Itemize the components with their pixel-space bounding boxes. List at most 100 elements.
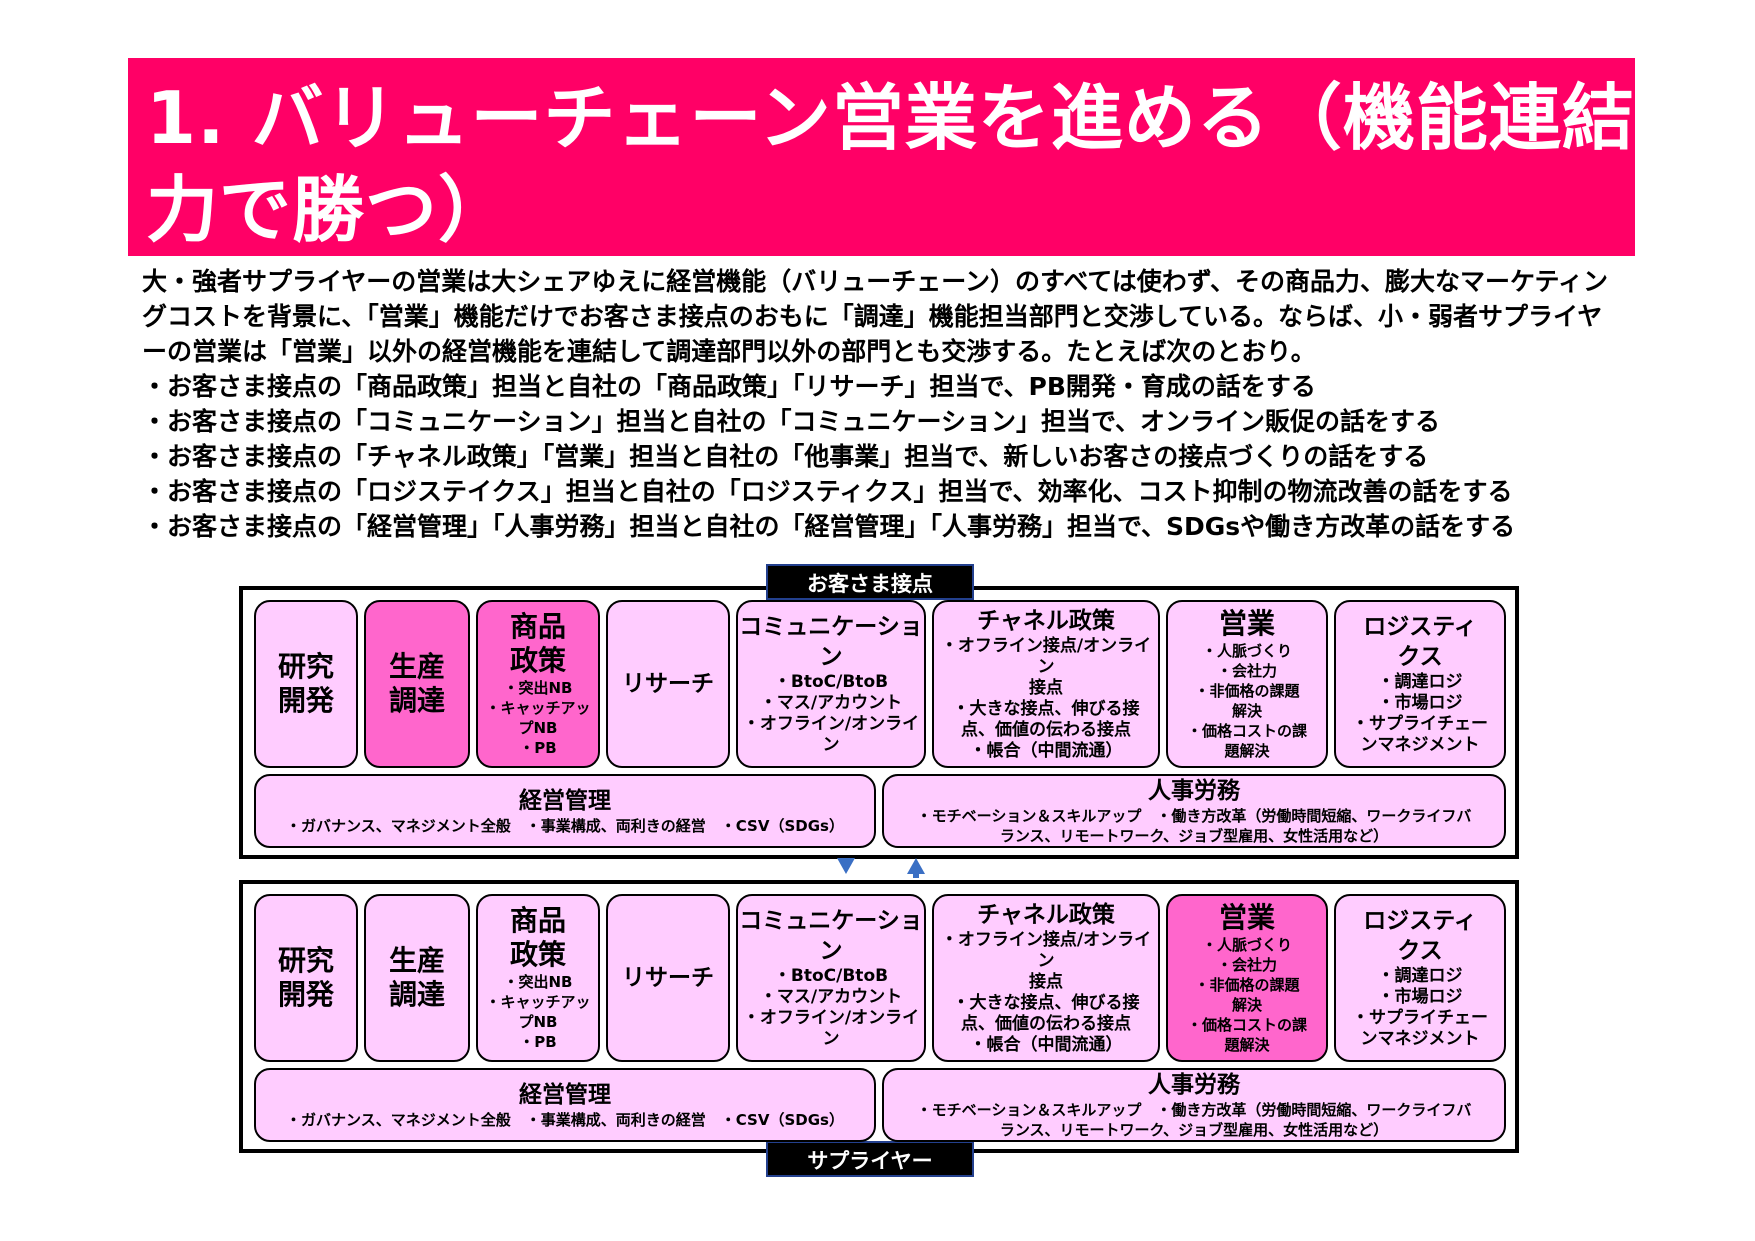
box-sales: 営業 ・人脈づくり ・会社力 ・非価格の課題 解決 ・価格コストの課 題解決: [1166, 894, 1328, 1062]
box-title: 政策: [509, 644, 566, 677]
bullet-item: ・お客さま接点の「ロジステイクス」担当と自社の「ロジスティクス」担当で、効率化、…: [142, 477, 1513, 506]
box-item: ・帳合（中間流通）: [969, 741, 1123, 761]
box-item: ・オフライン/オンライン: [742, 714, 920, 755]
box-title: 生産: [388, 944, 445, 977]
box-title: 人事労務: [1148, 778, 1240, 804]
box-title: チャネル政策: [977, 902, 1115, 928]
box-title: 開発: [277, 978, 334, 1011]
box-title: 人事労務: [1148, 1072, 1240, 1098]
box-management: 経営管理 ・ガバナンス、マネジメント全般 ・事業構成、両利きの経営 ・CSV（S…: [254, 1068, 876, 1142]
box-item: ・人脈づくり: [1201, 642, 1292, 660]
box-item: ・非価格の課題: [1194, 682, 1300, 700]
box-title: 調達: [388, 684, 445, 717]
box-item: ランス、リモートワーク、ジョブ型雇用、女性活用など）: [999, 827, 1389, 845]
box-research-dev: 研究 開発: [254, 600, 358, 768]
box-title: チャネル政策: [977, 608, 1115, 634]
box-item: ・BtoC/BtoB: [773, 672, 889, 692]
box-item: 題解決: [1224, 1036, 1270, 1054]
box-item: ・PB: [519, 739, 557, 757]
box-title: 開発: [277, 684, 334, 717]
arrow-up-stem: [913, 872, 919, 878]
box-production: 生産 調達: [364, 894, 470, 1062]
box-item: ・サプライチェー: [1352, 714, 1488, 734]
box-item: プNB: [518, 719, 558, 737]
box-item: 題解決: [1224, 742, 1270, 760]
box-merch: 商品 政策 ・突出NB ・キャッチアッ プNB ・PB: [476, 600, 600, 768]
box-research-dev: 研究 開発: [254, 894, 358, 1062]
arrow-up-icon: [907, 858, 925, 874]
box-item: ・調達ロジ: [1377, 966, 1463, 986]
box-title: クス: [1397, 644, 1443, 670]
bullet-item: ・お客さま接点の「経営管理」「人事労務」担当と自社の「経営管理」「人事労務」担当…: [142, 512, 1516, 541]
box-item: 解決: [1231, 996, 1262, 1014]
box-item: ・オフライン接点/オンライン: [940, 930, 1152, 971]
box-item: ・BtoC/BtoB: [773, 966, 889, 986]
arrow-down-icon: [837, 858, 855, 874]
box-item: ンマネジメント: [1360, 1029, 1480, 1049]
bullet-item: ・お客さま接点の「チャネル政策」「営業」担当と自社の「他事業」担当で、新しいお客…: [142, 442, 1429, 471]
box-item: ・帳合（中間流通）: [969, 1035, 1123, 1055]
box-title: コミュニケーショ: [739, 908, 923, 934]
box-title: 商品: [509, 904, 566, 937]
box-title: コミュニケーショ: [739, 614, 923, 640]
box-item: ・価格コストの課: [1186, 722, 1307, 740]
box-management: 経営管理 ・ガバナンス、マネジメント全般 ・事業構成、両利きの経営 ・CSV（S…: [254, 774, 876, 848]
box-merch: 商品 政策 ・突出NB ・キャッチアッ プNB ・PB: [476, 894, 600, 1062]
box-item: ・PB: [519, 1033, 557, 1051]
box-title: 営業: [1218, 607, 1275, 640]
box-title: 営業: [1218, 901, 1275, 934]
box-item: ・キャッチアッ: [485, 993, 591, 1011]
box-item: ・会社力: [1216, 662, 1277, 680]
box-logistics: ロジスティ クス ・調達ロジ ・市場ロジ ・サプライチェー ンマネジメント: [1334, 600, 1506, 768]
box-logistics: ロジスティ クス ・調達ロジ ・市場ロジ ・サプライチェー ンマネジメント: [1334, 894, 1506, 1062]
box-title: ロジスティ: [1363, 908, 1477, 934]
box-item: ・オフライン接点/オンライン: [940, 636, 1152, 677]
bullet-item: ・お客さま接点の「コミュニケーション」担当と自社の「コミュニケーション」担当で、…: [142, 407, 1441, 436]
box-hr: 人事労務 ・モチベーション＆スキルアップ ・働き方改革（労働時間短縮、ワークライ…: [882, 1068, 1506, 1142]
box-item: ・人脈づくり: [1201, 936, 1292, 954]
box-title: 経営管理: [519, 1082, 611, 1108]
box-title: 政策: [509, 938, 566, 971]
supplier-label: サプライヤー: [766, 1141, 974, 1177]
box-title: ン: [819, 644, 843, 670]
box-item: 解決: [1231, 702, 1262, 720]
intro-paragraph: 大・強者サプライヤーの営業は大シェアゆえに経営機能（バリューチェーン）のすべては…: [142, 267, 1609, 366]
box-item: 点、価値の伝わる接点: [961, 1014, 1131, 1034]
body-text: 大・強者サプライヤーの営業は大シェアゆえに経営機能（バリューチェーン）のすべては…: [142, 264, 1622, 544]
bullet-item: ・お客さま接点の「商品政策」担当と自社の「商品政策」「リサーチ」担当で、PB開発…: [142, 372, 1316, 401]
box-title: 経営管理: [519, 788, 611, 814]
box-communication: コミュニケーショ ン ・BtoC/BtoB ・マス/アカウント ・オフライン/オ…: [736, 600, 926, 768]
box-item: ・非価格の課題: [1194, 976, 1300, 994]
box-item: ・マス/アカウント: [759, 693, 903, 713]
box-channel: チャネル政策 ・オフライン接点/オンライン 接点 ・大きな接点、伸びる接 点、価…: [932, 600, 1160, 768]
box-hr: 人事労務 ・モチベーション＆スキルアップ ・働き方改革（労働時間短縮、ワークライ…: [882, 774, 1506, 848]
box-title: 調達: [388, 978, 445, 1011]
box-item: 点、価値の伝わる接点: [961, 720, 1131, 740]
box-communication: コミュニケーショ ン ・BtoC/BtoB ・マス/アカウント ・オフライン/オ…: [736, 894, 926, 1062]
page-title: 1. バリューチェーン営業を進める（機能連結力で勝つ）: [146, 76, 1635, 252]
box-item: ・市場ロジ: [1377, 987, 1463, 1007]
box-title: ン: [819, 938, 843, 964]
box-item: ・突出NB: [503, 973, 573, 991]
box-title: 商品: [509, 610, 566, 643]
box-item: ンマネジメント: [1360, 735, 1480, 755]
box-channel: チャネル政策 ・オフライン接点/オンライン 接点 ・大きな接点、伸びる接 点、価…: [932, 894, 1160, 1062]
box-production: 生産 調達: [364, 600, 470, 768]
title-banner: 1. バリューチェーン営業を進める（機能連結力で勝つ）: [128, 58, 1635, 256]
box-item: ・ガバナンス、マネジメント全般 ・事業構成、両利きの経営 ・CSV（SDGs）: [286, 817, 844, 835]
box-item: ・マス/アカウント: [759, 987, 903, 1007]
box-item: ・会社力: [1216, 956, 1277, 974]
customer-label: お客さま接点: [766, 564, 974, 600]
box-item: ・大きな接点、伸びる接: [952, 993, 1140, 1013]
box-item: ・大きな接点、伸びる接: [952, 699, 1140, 719]
box-item: ・モチベーション＆スキルアップ ・働き方改革（労働時間短縮、ワークライフバ: [916, 807, 1472, 825]
box-title: ロジスティ: [1363, 614, 1477, 640]
box-item: プNB: [518, 1013, 558, 1031]
box-item: 接点: [1029, 972, 1063, 992]
box-item: 接点: [1029, 678, 1063, 698]
box-title: 研究: [277, 650, 334, 683]
box-item: ・突出NB: [503, 679, 573, 697]
box-item: ・サプライチェー: [1352, 1008, 1488, 1028]
box-sales: 営業 ・人脈づくり ・会社力 ・非価格の課題 解決 ・価格コストの課 題解決: [1166, 600, 1328, 768]
box-item: ・ガバナンス、マネジメント全般 ・事業構成、両利きの経営 ・CSV（SDGs）: [286, 1111, 844, 1129]
